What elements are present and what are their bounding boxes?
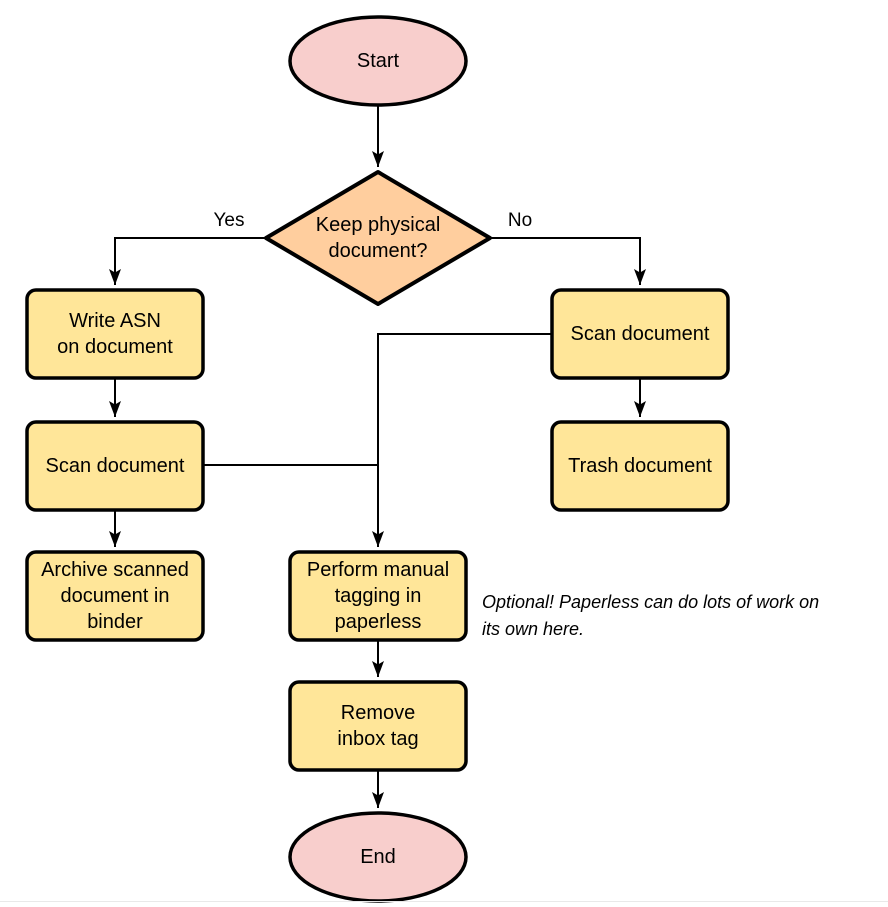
scan-left-node-shape: [25, 420, 205, 512]
decision-node-shape: [264, 170, 492, 306]
end-node-shape: [288, 811, 468, 903]
page-bottom-divider: [0, 901, 888, 902]
remove-inbox-node-shape: [288, 680, 468, 772]
scan-right-node-shape: [550, 288, 730, 380]
edge-decision-yes-to-write-asn: [109, 237, 266, 285]
trash-node-shape: [550, 420, 730, 512]
edge-decision-no-to-scan-right: [490, 237, 646, 285]
start-node-shape: [288, 15, 468, 107]
edge-scan-right-to-tagging: [372, 333, 552, 547]
tagging-node-shape: [288, 550, 468, 642]
archive-node-shape: [25, 550, 205, 642]
write-asn-node-shape: [25, 288, 205, 380]
